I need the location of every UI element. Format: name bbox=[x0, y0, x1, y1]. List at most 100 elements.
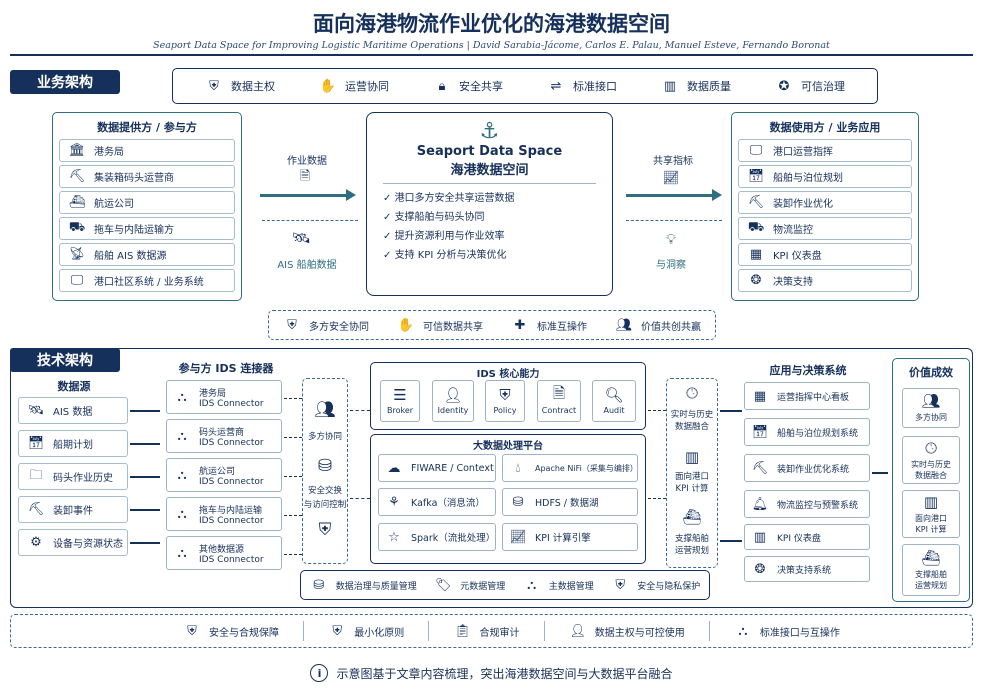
flow-left-dashed bbox=[262, 220, 358, 221]
kafka-icon: ⚘ bbox=[388, 494, 400, 510]
app-arrow bbox=[720, 410, 742, 412]
footer-sovereignty: 👤︎数据主权与可控使用 bbox=[569, 623, 685, 639]
flow-left-arrowhead bbox=[346, 189, 356, 201]
ids-broker: ☰Broker bbox=[380, 380, 420, 422]
app-kpi-dashboard: ▥KPI 仪表盘 bbox=[744, 524, 870, 550]
value-ship-planning: ⛴支撑船舶运营规划 bbox=[902, 544, 960, 596]
handshake-icon: ✋ bbox=[319, 78, 337, 94]
value-title: 价值成效 bbox=[909, 366, 953, 379]
flow-right-dashed bbox=[626, 220, 722, 221]
title-divider bbox=[10, 54, 973, 56]
truck-icon: ⛟ bbox=[747, 220, 765, 235]
gov-privacy: ⛨安全与隐私保护 bbox=[611, 577, 700, 593]
value-arrow bbox=[872, 472, 888, 474]
source-arrow bbox=[130, 542, 160, 544]
lightbulb-icon: 💡︎ bbox=[666, 232, 676, 248]
lock-icon: 🔒︎ bbox=[438, 78, 446, 94]
gov-master-data: ⛬主数据管理 bbox=[523, 577, 594, 593]
crane-icon: ⛏ bbox=[747, 195, 765, 210]
consumer-kpi-dashboard: ▦KPI 仪表盘 bbox=[738, 243, 912, 266]
server-icon: ☰ bbox=[393, 386, 407, 404]
middle-link bbox=[648, 410, 666, 411]
source-handling-events: ⛏装卸事件 bbox=[18, 496, 128, 523]
shield-check-icon: ⛨ bbox=[499, 386, 511, 404]
database-icon: ⛁ bbox=[313, 577, 325, 593]
flow-right-arrow bbox=[626, 194, 714, 197]
footer-divider bbox=[303, 621, 305, 641]
alarm-icon: 🔔︎ bbox=[751, 496, 769, 512]
consumer-decision-support: ❂决策支持 bbox=[738, 269, 912, 292]
bigdata-spark: ☆Spark（流批处理） bbox=[378, 523, 496, 551]
footer-compliance: ⛨安全与合规保障 bbox=[183, 623, 279, 639]
consumers-panel: 数据使用方 / 业务应用 🖵港口运营指挥 📅︎船舶与泊位规划 ⛏装卸作业优化 ⛟… bbox=[731, 112, 919, 301]
database-icon: ⛁ bbox=[512, 494, 524, 510]
app-decision-support: ❂决策支持系统 bbox=[744, 556, 870, 582]
provider-terminal-operator: ⛏集装箱码头运营商 bbox=[59, 165, 235, 188]
calendar-icon: 📅︎ bbox=[751, 424, 769, 440]
source-arrow bbox=[130, 410, 160, 412]
provider-shipping-company: ⛴航运公司 bbox=[59, 191, 235, 214]
footer-audit: 📋︎合规审计 bbox=[454, 623, 520, 639]
calendar-icon: 📅︎ bbox=[27, 436, 45, 451]
footer-interop: ⛬标准接口与互操作 bbox=[734, 623, 840, 639]
bigdata-nifi: 💧︎Apache NiFi（采集与编排） bbox=[502, 454, 638, 482]
connectors-title: 参与方 IDS 连接器 bbox=[178, 362, 274, 375]
middle-kpi-l2: KPI 计算 bbox=[675, 484, 709, 494]
crane-icon: ⛏ bbox=[751, 460, 769, 476]
network-icon: ⛬ bbox=[177, 467, 187, 483]
providers-title: 数据提供方 / 参与方 bbox=[97, 121, 197, 134]
people-icon: 👥︎ bbox=[615, 317, 633, 333]
footer-note-row: i 示意图基于文章内容梳理，突出海港数据空间与大数据平台融合 bbox=[0, 664, 983, 682]
brain-icon: ❂ bbox=[754, 561, 766, 577]
document-icon: 🗎 bbox=[299, 169, 311, 184]
consumer-berth-planning: 📅︎船舶与泊位规划 bbox=[738, 165, 912, 188]
shield-icon: ⛨ bbox=[187, 623, 197, 639]
security-label-collab: 多方协同 bbox=[307, 432, 342, 442]
middle-fusion-l1: 实时与历史 bbox=[670, 410, 714, 420]
crane-icon: ⛏ bbox=[27, 502, 45, 517]
database-icon: ⛁ bbox=[317, 456, 333, 476]
app-handling-optimization: ⛏装卸作业优化系统 bbox=[744, 454, 870, 482]
center-title-en: Seaport Data Space bbox=[416, 144, 563, 159]
flow-right-bottom-label: 与洞察 bbox=[656, 260, 686, 271]
network-icon: ⛬ bbox=[177, 545, 187, 561]
app-arrow bbox=[720, 540, 742, 542]
footer-minimization: ⛨最小化原则 bbox=[328, 623, 404, 639]
network-icon: ⛬ bbox=[177, 506, 187, 522]
footer-divider bbox=[428, 621, 430, 641]
security-label-exchange: 安全交换 bbox=[307, 486, 342, 496]
ids-contract: 🗎Contract bbox=[537, 380, 581, 422]
middle-ship-l1: 支撑船舶 bbox=[674, 534, 709, 544]
source-arrow bbox=[130, 443, 160, 445]
governance-bar: ⛁数据治理与质量管理 🏷︎元数据管理 ⛬主数据管理 ⛨安全与隐私保护 bbox=[300, 570, 710, 600]
bar-chart-icon: ▥ bbox=[923, 492, 939, 511]
shield-gear-icon: ⛨ bbox=[318, 520, 332, 540]
source-schedule: 📅︎船期计划 bbox=[18, 430, 128, 457]
drop-icon: 💧︎ bbox=[515, 460, 521, 476]
truck-icon: ⛟ bbox=[68, 220, 86, 235]
connector-link bbox=[284, 476, 302, 477]
value-fusion: 🕓︎实时与历史数据融合 bbox=[902, 436, 960, 484]
security-label-access: 与访问控制 bbox=[303, 500, 347, 510]
bar-chart-icon: ▥ bbox=[663, 78, 677, 94]
app-logistics-alert: 🔔︎物流监控与预警系统 bbox=[744, 490, 870, 518]
people-icon: 👥︎ bbox=[314, 400, 336, 420]
security-link bbox=[350, 410, 370, 411]
audit-icon: 🔍︎ bbox=[604, 386, 624, 404]
bar-chart-icon: ▥ bbox=[753, 529, 767, 545]
ids-identity: 👤︎Identity bbox=[432, 380, 474, 422]
principles-bar: ⛨多方安全协同 ✋可信数据共享 ✚标准互操作 👥︎价值共创共赢 bbox=[268, 310, 716, 340]
sources-title: 数据源 bbox=[57, 380, 91, 393]
center-bullet: ✓ 提升资源利用与作业效率 bbox=[383, 231, 505, 242]
flow-left-top-label: 作业数据 bbox=[287, 156, 327, 167]
badge-icon: ✪ bbox=[778, 78, 790, 94]
business-section-label: 业务架构 bbox=[10, 70, 120, 94]
shield-icon: ⛨ bbox=[615, 577, 626, 593]
shield-lock-icon: ⛨ bbox=[332, 623, 343, 639]
middle-kpi-l1: 面向港口 bbox=[674, 472, 709, 482]
flow-right-top-label: 共享指标 bbox=[653, 156, 693, 167]
page-title: 面向海港物流作业优化的海港数据空间 bbox=[313, 12, 670, 36]
ship-icon: ⛴ bbox=[682, 508, 702, 526]
bigdata-hdfs: ⛁HDFS / 数据湖 bbox=[502, 488, 638, 516]
